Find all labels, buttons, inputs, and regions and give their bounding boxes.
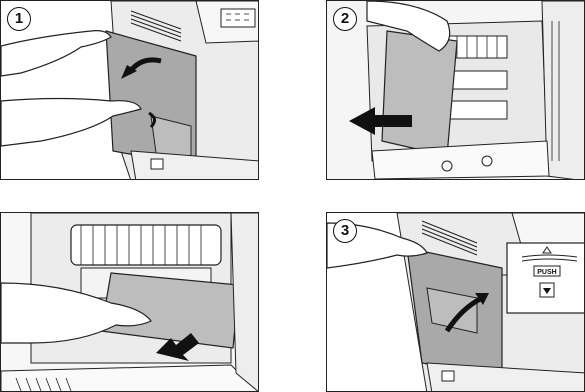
step-2b-illustration: [1, 213, 259, 392]
step-1-illustration: [1, 1, 259, 180]
control-panel: [221, 9, 255, 27]
step-number-badge: 3: [333, 219, 357, 243]
jammed-paper: [382, 31, 457, 156]
step-3-illustration: PUSH: [327, 213, 585, 392]
step-number-badge: 2: [333, 7, 357, 31]
step-1-panel: 1: [0, 0, 259, 180]
step-number-badge: 1: [7, 7, 31, 31]
hand-left: [1, 31, 111, 76]
step-2-panel: 2: [326, 0, 585, 180]
step-2b-panel: [0, 212, 259, 392]
step-2-illustration: [327, 1, 585, 180]
fuser-roller: [71, 225, 221, 265]
step-3-panel: 3 PUSH: [326, 212, 585, 392]
push-label: PUSH: [537, 269, 556, 276]
